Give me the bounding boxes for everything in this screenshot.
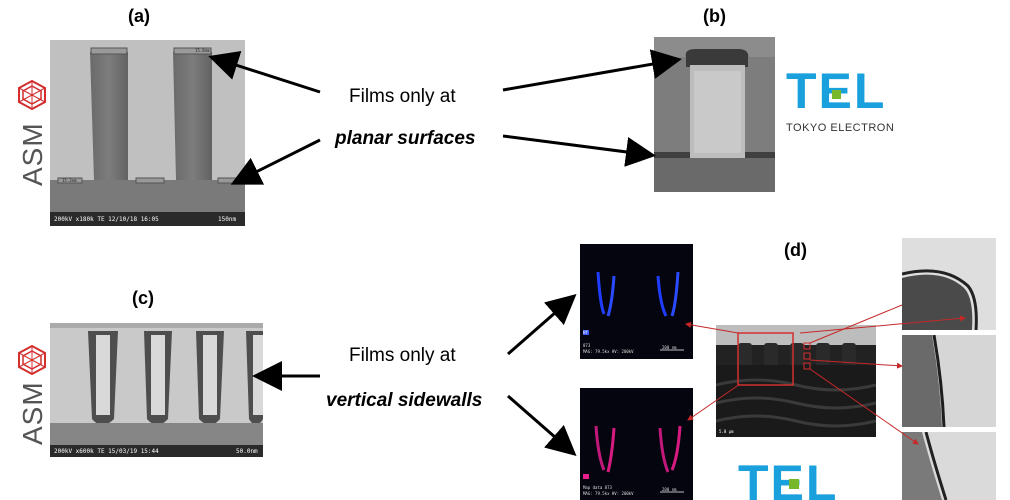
arrow-eds-top (507, 294, 577, 356)
sem-image-a: 200kV x180k TE 12/10/18 16:05 150nm 15.8… (50, 40, 245, 226)
panel-label-c: (c) (132, 288, 154, 308)
eds-magenta-meta2: MAG: 79.5kx HV: 200kV (583, 491, 634, 496)
arrow-eds-bottom (507, 394, 577, 456)
tel-green-square-icon (832, 90, 841, 99)
tem-d-scale: 5.0 µm (719, 429, 734, 434)
caption-top-line1: Films only at (349, 86, 456, 107)
caption-bottom-line1: Films only at (349, 345, 456, 366)
asm-emblem-icon (18, 345, 46, 375)
asm-wordmark: ASM (17, 122, 48, 186)
tel-logo-top: TEL TOKYO ELECTRON (786, 63, 896, 140)
arrow-b-top (502, 49, 682, 92)
sem-a-meta: 200kV x180k TE 12/10/18 16:05 (54, 216, 159, 223)
sem-image-c: 200kV x600k TE 15/03/19 15:44 50.0nm (50, 323, 263, 457)
tem-crop-3 (902, 432, 996, 500)
sem-a-top-tag: 15.8nm (195, 48, 210, 53)
caption-bottom-line2: vertical sidewalls (326, 390, 483, 411)
eds-magenta-tag-swatch (583, 474, 589, 479)
tem-image-b (654, 37, 775, 192)
asm-emblem-icon (18, 80, 46, 110)
caption-top-line2: planar surfaces (335, 128, 476, 149)
panel-label-a: (a) (128, 6, 150, 26)
tel-logo-bottom: TEL (738, 448, 858, 500)
eds-map-blue: Hf 873 MAG: 79.5kx HV: 200kV 200 nm (580, 244, 693, 359)
sem-a-bottom-tag: 15.3nm (62, 178, 77, 183)
eds-blue-tag-swatch (583, 330, 589, 335)
eds-magenta-meta1: Map data 873 (583, 485, 612, 490)
tel-green-square-icon (789, 479, 799, 489)
tem-crop-1 (902, 238, 996, 330)
sem-a-scale: 150nm (218, 216, 237, 223)
eds-blue-scale: 200 nm (662, 345, 677, 350)
asm-logo-top: ASM (12, 80, 52, 190)
asm-logo-bottom: ASM (12, 345, 52, 455)
arrow-a-bottom (230, 138, 321, 185)
sem-c-scale: 50.0nm (236, 448, 258, 455)
tel-subtitle: TOKYO ELECTRON (786, 122, 895, 134)
panel-label-b: (b) (703, 6, 726, 26)
eds-blue-meta2: MAG: 79.5kx HV: 200kV (583, 349, 634, 354)
eds-magenta-scale: 200 nm (662, 487, 677, 492)
tem-crop-2 (902, 335, 996, 427)
eds-blue-tag: Hf (583, 330, 588, 335)
tel-wordmark-bottom: TEL (738, 455, 839, 500)
panel-label-d: (d) (784, 240, 807, 260)
asm-wordmark: ASM (17, 381, 48, 445)
eds-blue-meta1: 873 (583, 343, 591, 348)
eds-map-magenta: Map data 873 MAG: 79.5kx HV: 200kV 200 n… (580, 388, 693, 500)
sem-c-meta: 200kV x600k TE 15/03/19 15:44 (54, 448, 159, 455)
arrow-b-bottom (502, 134, 656, 167)
tem-image-d: 5.0 µm (716, 325, 876, 437)
